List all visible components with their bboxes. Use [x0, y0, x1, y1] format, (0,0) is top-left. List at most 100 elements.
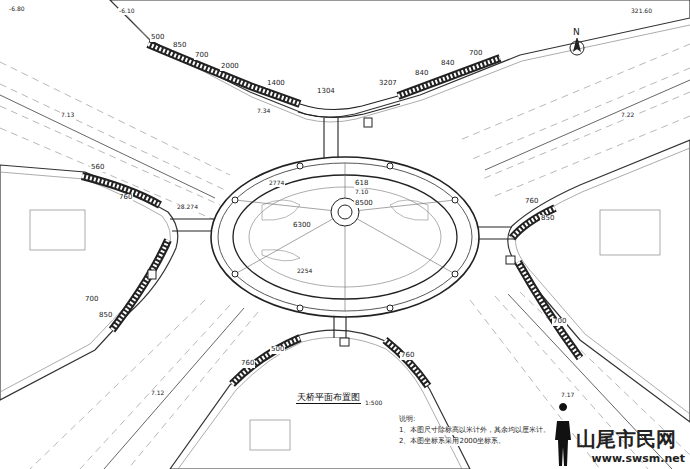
radial-lines	[235, 163, 455, 311]
stair-tread	[385, 340, 428, 386]
dimension-label: 618	[354, 180, 369, 188]
column	[232, 271, 238, 277]
radial-line	[345, 212, 455, 274]
north-arrow	[570, 36, 584, 55]
note-text: 1、本图尺寸除标高以米计外，其余均以厘米计。	[398, 427, 551, 435]
building-outline	[600, 210, 660, 255]
columns	[232, 163, 458, 311]
dimension-label: 560	[90, 164, 105, 172]
stair-tread	[232, 338, 300, 384]
lane-line	[470, 68, 690, 160]
coordinate-label: 321.60	[630, 8, 653, 15]
column	[297, 163, 303, 169]
elevation-label: 7.17	[560, 392, 575, 399]
dimension-label: 850	[172, 42, 187, 50]
landing-box	[506, 256, 515, 264]
column	[387, 305, 393, 311]
watermark-figure	[555, 403, 571, 466]
elevation-label: 7.12	[150, 390, 165, 397]
landing-box	[340, 338, 349, 346]
dimension-label: 700	[194, 52, 209, 60]
dimension-label: 2000	[220, 63, 240, 71]
walkway-deck	[300, 96, 398, 110]
stairs	[82, 44, 580, 386]
bridge-rail	[218, 163, 472, 311]
dimension-label: 840	[414, 70, 429, 78]
landings	[148, 118, 515, 346]
dimension-label: 760	[400, 352, 415, 360]
stair-tread	[398, 58, 500, 96]
radial-line	[345, 200, 455, 212]
note-heading: 说明:	[398, 416, 416, 424]
walkway-arm	[170, 219, 215, 231]
drawing-title: 天桥平面布置图	[296, 392, 361, 404]
radial-line	[345, 212, 346, 311]
stair	[232, 338, 300, 384]
note-text: 2、本图坐标系采用2000坐标系。	[398, 438, 506, 446]
radial-line	[235, 212, 345, 274]
walkway-arm	[324, 118, 338, 160]
north-pointer	[573, 36, 581, 52]
curb-line	[120, 8, 690, 122]
walkway-deck	[298, 104, 400, 118]
elevation-label: 7.10	[354, 189, 369, 196]
building-outline	[30, 210, 85, 250]
dimension-label: 28.274	[176, 204, 199, 211]
inner-curbs	[0, 8, 690, 469]
dimension-label: 1304	[316, 88, 336, 96]
landing-box	[364, 118, 372, 127]
dimension-label: 2254	[296, 268, 313, 275]
walkway-arm	[475, 227, 514, 239]
stair	[385, 340, 428, 386]
elevation-label: 7.34	[256, 108, 271, 115]
scale-label: 1:500	[364, 400, 383, 407]
south-block	[170, 330, 470, 469]
landing-box	[148, 270, 156, 279]
curb-line	[0, 172, 170, 392]
dimension-label: 700	[468, 50, 483, 58]
dimension-label: 3207	[378, 80, 398, 88]
column	[387, 163, 393, 169]
stair-tread	[518, 262, 580, 358]
elevation-label: -6.80	[8, 6, 26, 13]
column	[452, 271, 458, 277]
dimension-label: 6300	[292, 222, 312, 230]
watermark-url: www.swsm.net	[591, 453, 686, 465]
dimension-label: 8500	[354, 200, 374, 208]
radial-line	[235, 200, 345, 212]
dimension-label: 850	[98, 312, 113, 320]
dimension-label: 700	[84, 296, 99, 304]
stair	[398, 58, 500, 96]
elevation-label: -6.10	[118, 8, 136, 15]
bridge-outer-edge	[211, 157, 479, 317]
dimension-label: 760	[524, 198, 539, 206]
north-block	[110, 0, 690, 117]
dimension-label: 760	[240, 360, 255, 368]
west-block	[0, 165, 178, 400]
stair	[82, 176, 160, 205]
dimension-label: 850	[540, 215, 555, 223]
stair	[512, 208, 555, 238]
stair-tread	[148, 44, 300, 104]
center-pier	[338, 205, 352, 219]
dimension-label: 760	[118, 194, 133, 202]
stair-tread	[112, 240, 168, 330]
ring-bridge	[211, 157, 479, 317]
elevation-label: 7.22	[620, 112, 635, 119]
curb-line	[178, 337, 462, 469]
stair	[518, 262, 580, 358]
building-outline	[250, 420, 290, 450]
elevation-label: 7.13	[60, 112, 75, 119]
dimension-label: 1400	[266, 80, 286, 88]
dimension-label: 700	[552, 318, 567, 326]
east-block	[508, 140, 690, 422]
stair-tread	[82, 176, 160, 205]
median-lines	[0, 80, 690, 469]
dimension-label: 500	[150, 34, 165, 42]
stair	[112, 240, 168, 330]
watermark: 山尾市民网	[575, 428, 677, 450]
north-label: N	[572, 28, 581, 38]
dimension-label: 500	[270, 346, 285, 354]
